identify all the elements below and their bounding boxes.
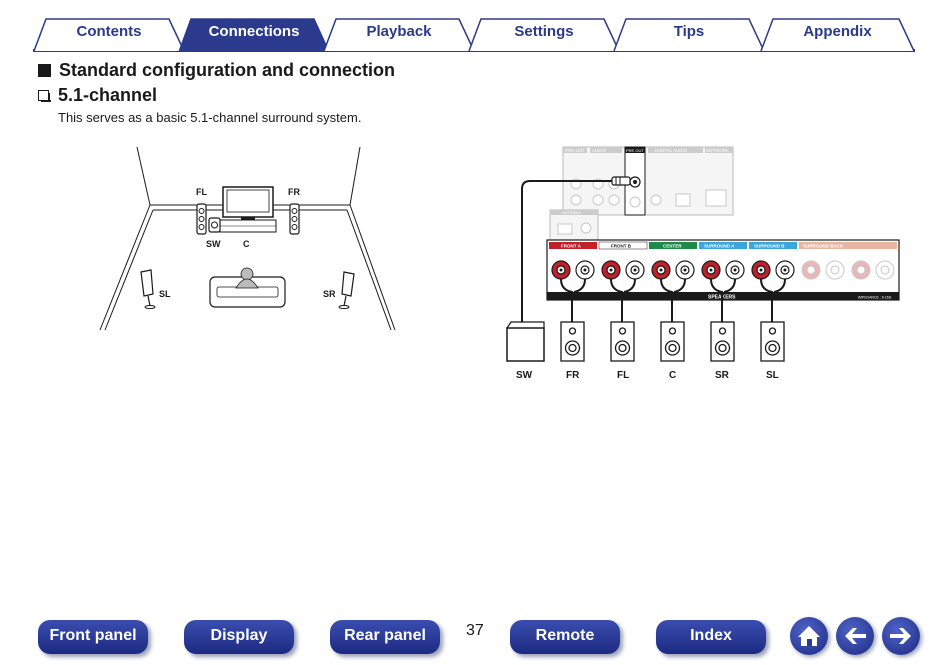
label-pre-out-faded: PRE OUT	[565, 148, 585, 153]
label-antenna: ANTENNA	[562, 210, 581, 215]
tab-shape	[178, 18, 330, 52]
label-center: CENTER	[663, 244, 682, 249]
wiring-label-c: C	[669, 370, 676, 381]
tab-bar: Contents Connections Playback Settings T…	[0, 0, 950, 60]
tab-label: Settings	[514, 23, 574, 40]
label-sw: SW	[206, 239, 221, 249]
tab-shape	[323, 18, 475, 52]
back-button[interactable]	[836, 617, 874, 655]
subsection-title-text: 5.1-channel	[58, 85, 158, 105]
tab-contents[interactable]: Contents	[33, 18, 185, 52]
rear-panel-button[interactable]: Rear panel	[330, 620, 440, 654]
tab-label: Contents	[76, 23, 142, 40]
wiring-label-sl: SL	[766, 370, 779, 381]
display-button[interactable]: Display	[184, 620, 294, 654]
label-network: NETWORK	[706, 148, 729, 153]
label-fl: FL	[196, 187, 207, 197]
speaker-terminal-strip: SPEAKERS IMPEDANCE : 6-16Ω FRONT A FRONT…	[546, 239, 900, 301]
forward-button[interactable]	[882, 617, 920, 655]
home-icon	[798, 626, 820, 646]
tab-label: Tips	[673, 23, 705, 40]
section-title-text: Standard configuration and connection	[59, 60, 396, 80]
subwoofer-icon	[208, 217, 221, 233]
wiring-label-fr: FR	[566, 370, 580, 381]
speaker-box-c-icon	[660, 321, 685, 362]
index-button[interactable]: Index	[656, 620, 766, 654]
description-text: This serves as a basic 5.1-channel surro…	[58, 110, 362, 125]
tab-tips[interactable]: Tips	[613, 18, 765, 52]
rca-plug-icon	[611, 176, 631, 186]
arrow-left-icon	[845, 628, 866, 644]
tab-appendix[interactable]: Appendix	[760, 18, 915, 52]
square-bullet-icon	[38, 64, 51, 77]
sofa-icon	[209, 267, 286, 308]
tab-settings[interactable]: Settings	[468, 18, 620, 52]
page-number: 37	[466, 622, 484, 639]
wiring-label-fl: FL	[617, 370, 629, 381]
wiring-label-sr: SR	[715, 370, 730, 381]
speaker-sr-icon	[338, 271, 355, 309]
label-front-b: FRONT B	[611, 244, 632, 249]
subsection-title: 5.1-channel	[38, 85, 157, 106]
speaker-box-sl-icon	[760, 321, 785, 362]
speaker-box-sr-icon	[710, 321, 735, 362]
tab-label: Appendix	[803, 23, 872, 40]
antenna-block: ANTENNA	[549, 209, 599, 241]
arrow-right-icon	[890, 628, 911, 644]
tab-shape	[33, 18, 185, 52]
remote-button[interactable]: Remote	[510, 620, 620, 654]
tab-connections[interactable]: Connections	[178, 18, 330, 52]
label-surround-back: SURROUND BACK	[803, 244, 844, 249]
home-button[interactable]	[790, 617, 828, 655]
tab-label: Playback	[366, 23, 432, 40]
tab-label: Connections	[208, 23, 300, 40]
section-title: Standard configuration and connection	[38, 60, 395, 81]
label-digital-audio: DIGITAL AUDIO	[655, 148, 688, 153]
speaker-fl-icon	[196, 203, 207, 235]
label-audio: AUDIO	[592, 148, 607, 153]
label-c: C	[243, 239, 250, 249]
label-sl: SL	[159, 289, 171, 299]
speaker-fr-icon	[289, 203, 300, 235]
tv-icon	[219, 186, 277, 233]
label-surround-b: SURROUND B	[754, 244, 785, 249]
tab-shape	[468, 18, 620, 52]
label-fr: FR	[288, 187, 300, 197]
tab-playback[interactable]: Playback	[323, 18, 475, 52]
room-layout-diagram: FL FR SW C SL SR	[99, 146, 396, 331]
wiring-label-sw: SW	[516, 370, 533, 381]
label-surround-a: SURROUND A	[704, 244, 735, 249]
front-panel-button[interactable]: Front panel	[38, 620, 148, 654]
subwoofer-box-icon	[506, 321, 545, 362]
label-sr: SR	[323, 289, 336, 299]
label-impedance: IMPEDANCE : 6-16Ω	[858, 296, 892, 300]
tab-shape	[613, 18, 765, 52]
speaker-box-fr-icon	[560, 321, 585, 362]
speaker-box-fl-icon	[610, 321, 635, 362]
label-front-a: FRONT A	[561, 244, 582, 249]
checkbox-bullet-icon	[38, 90, 51, 102]
speaker-sl-icon	[140, 269, 156, 309]
tab-shape	[760, 18, 915, 52]
speaker-wiring-diagram: PRE OUT AUDIO DIGITAL AUDIO NETWORK PRE …	[506, 146, 900, 381]
label-pre-out: PRE OUT	[626, 148, 644, 153]
